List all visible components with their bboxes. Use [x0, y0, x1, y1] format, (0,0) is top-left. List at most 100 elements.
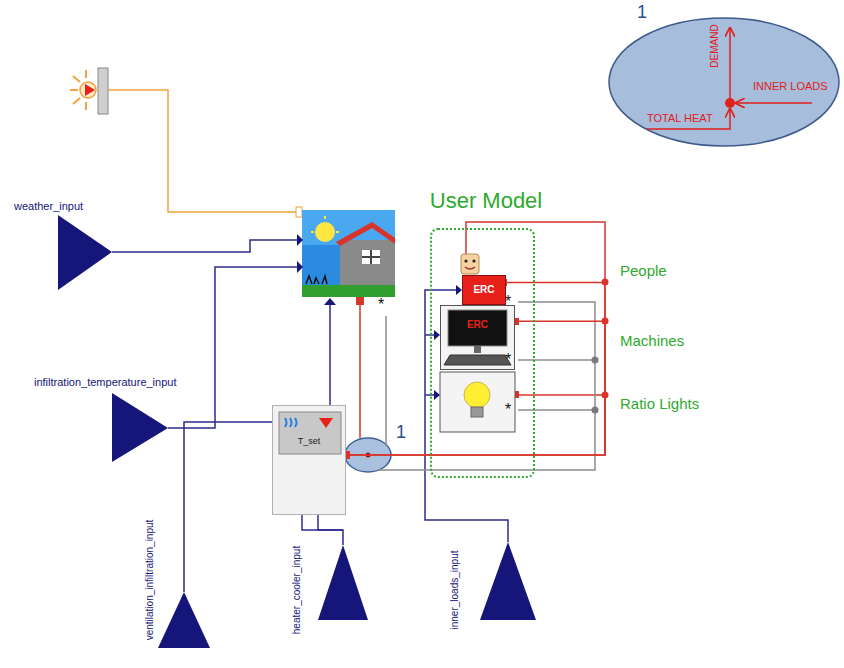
heat-connector — [346, 283, 605, 456]
signal-name: infiltration_temperature_input — [34, 376, 176, 389]
flow-arrows — [647, 28, 812, 129]
signal-ports-part — [297, 261, 303, 273]
building-icon-part — [340, 240, 395, 290]
heater-cooler-box: T_set — [272, 405, 346, 515]
radiation-port — [296, 207, 302, 217]
signal-ports-part — [297, 234, 303, 246]
building-icon-part — [302, 210, 395, 297]
radiation-junctions-part — [592, 357, 599, 364]
signal-input-symbols-part — [318, 545, 368, 620]
lamp-icon-part — [471, 407, 483, 417]
model-tag: ERC — [440, 319, 515, 331]
flow-label: DEMAND — [709, 24, 721, 67]
total-heat-arrow — [647, 109, 730, 129]
computer-icon — [440, 305, 515, 370]
model-tag: ERC — [463, 284, 505, 296]
building-icon — [302, 210, 395, 297]
signal-wires-part — [318, 515, 343, 530]
heat-ports-part — [356, 297, 364, 305]
signal-ports-part — [324, 298, 336, 305]
inner-loads-arrow — [736, 102, 812, 104]
signal-wires-part — [168, 267, 297, 428]
sun-source-icon-part — [70, 89, 78, 91]
part-name: Ratio Lights — [620, 395, 699, 412]
heat-ports — [343, 279, 609, 460]
signal-input-symbols-part — [480, 542, 536, 620]
detail-ellipse: DEMAND INNER LOADS TOTAL HEAT — [607, 16, 841, 148]
radiation-wires-part — [378, 302, 595, 470]
radiation-wires-part — [518, 359, 595, 361]
heating-symbol — [319, 418, 333, 428]
signal-ports-part — [434, 390, 440, 400]
sun-source-icon-part — [80, 82, 96, 98]
radiation-wires — [378, 302, 595, 470]
person-face-icon-part — [472, 259, 475, 262]
heater-cooler-icon — [273, 406, 347, 516]
port-star: * — [505, 293, 511, 311]
people-model-box: ERC — [462, 275, 506, 305]
ellipse-outline — [609, 18, 839, 146]
lamp-icon-part — [440, 372, 515, 432]
sun-source-icon-part — [73, 98, 80, 104]
part-name: People — [620, 262, 667, 279]
keyboard — [444, 355, 511, 365]
machines-model-box: ERC — [440, 305, 515, 370]
cooling-symbol — [285, 418, 297, 427]
signal-input-symbols-part — [158, 592, 210, 648]
building-icon-part — [362, 256, 380, 258]
building-icon-part — [336, 231, 339, 233]
demand-arrow — [729, 28, 731, 103]
building-icon-part — [306, 276, 327, 284]
sun-source-icon-part — [85, 70, 87, 78]
lamp-icon — [440, 372, 515, 432]
sun-source-icon — [70, 68, 108, 114]
signal-name: weather_input — [14, 200, 83, 213]
setpoint-tag: T_set — [273, 436, 345, 446]
radiation-wire — [108, 90, 297, 212]
building-icon-part — [302, 210, 395, 245]
sun-source-icon-part — [85, 102, 87, 110]
signal-wires-part — [302, 515, 343, 545]
building-icon-part — [315, 222, 335, 242]
icon-frame — [441, 306, 515, 370]
radiation-wires-part — [385, 316, 387, 446]
signal-name: heater_cooler_input — [291, 546, 303, 634]
flow-label: TOTAL HEAT — [647, 112, 713, 125]
port-star: * — [378, 296, 384, 314]
heat-wires-part — [515, 394, 605, 396]
signal-wires-part — [112, 240, 297, 252]
icon-frame — [279, 412, 341, 454]
junction-dot — [725, 98, 735, 108]
heat-wires-part — [359, 305, 361, 438]
radiation-junctions-part — [592, 407, 599, 414]
flow-label: INNER LOADS — [753, 80, 828, 93]
signal-input-symbols-part — [58, 215, 112, 290]
sun-source-icon-part — [73, 76, 80, 82]
signal-name: inner_loads_input — [449, 551, 461, 630]
monitor-stand — [474, 346, 481, 353]
user-model-group: User ModelERC ERC — [430, 188, 542, 480]
signal-ports-part — [434, 330, 440, 340]
heat-wires — [360, 222, 605, 455]
building-icon-part — [336, 222, 395, 246]
signal-input-symbols — [58, 215, 536, 648]
port-star: * — [505, 401, 511, 419]
building-icon-part — [324, 216, 326, 219]
sun-source-icon-part — [98, 68, 108, 114]
building-icon-part — [362, 250, 380, 264]
group-heading: User Model — [430, 188, 542, 213]
part-name: Machines — [620, 332, 684, 349]
person-face-icon-part — [461, 254, 479, 274]
building-icon-part — [302, 285, 395, 297]
signal-name: ventilation_infiltration_input — [144, 520, 156, 641]
person-face-icon-part — [464, 259, 467, 262]
callout-number: 1 — [637, 2, 647, 23]
signal-input-symbols-part — [112, 393, 168, 462]
radiation-junctions — [592, 357, 599, 414]
lamp-icon-part — [464, 382, 490, 408]
radiation-wires-part — [518, 409, 595, 411]
callout-number: 1 — [396, 422, 406, 443]
sun-source-icon-part — [85, 84, 95, 96]
